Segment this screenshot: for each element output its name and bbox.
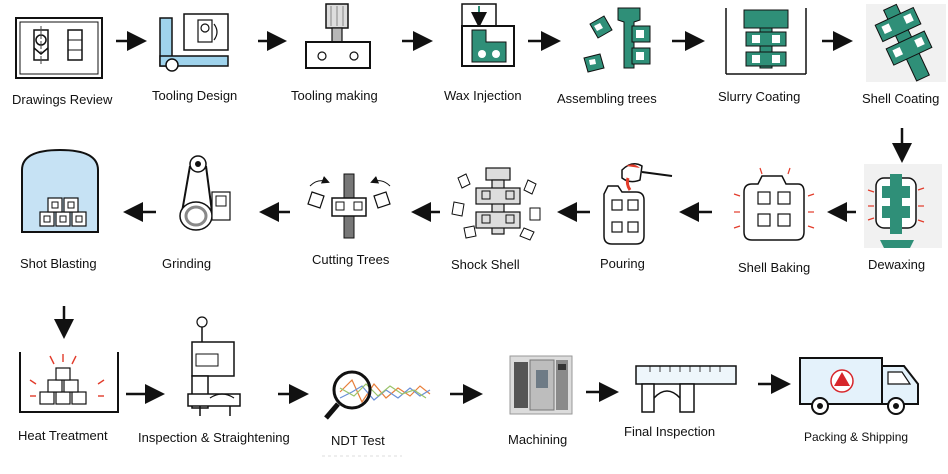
step-label-cutting-trees: Cutting Trees xyxy=(312,252,390,267)
shell-baking-icon xyxy=(733,167,815,241)
square-ruler-icon xyxy=(159,13,229,72)
dewax-autoclave-icon xyxy=(864,164,942,248)
tree-cutting-icon xyxy=(307,173,391,239)
delivery-truck-icon xyxy=(799,357,919,415)
step-label-shell-coating: Shell Coating xyxy=(862,91,940,106)
belt-grinder-icon xyxy=(179,155,231,231)
step-label-drawings-review: Drawings Review xyxy=(12,92,113,107)
step-label-grinding: Grinding xyxy=(162,256,212,271)
magnifier-waveform-icon xyxy=(322,370,431,457)
step-label-shot-blasting: Shot Blasting xyxy=(20,256,97,271)
step-label-assembling-trees: Assembling trees xyxy=(557,91,657,106)
shot-blasting-chamber-icon xyxy=(21,148,99,233)
wax-tree-assembly-icon xyxy=(583,7,651,73)
step-label-packing-shipping: Packing & Shipping xyxy=(804,430,909,444)
step-label-dewaxing: Dewaxing xyxy=(868,257,926,272)
cnc-machine-photo-icon xyxy=(509,355,573,415)
step-label-slurry-coating: Slurry Coating xyxy=(718,89,801,104)
step-label-tooling-making: Tooling making xyxy=(291,88,378,103)
step-label-inspection-straightening: Inspection & Straightening xyxy=(138,430,290,445)
step-label-tooling-design: Tooling Design xyxy=(152,88,238,103)
step-label-final-inspection: Final Inspection xyxy=(624,424,716,439)
step-label-machining: Machining xyxy=(508,432,568,447)
shell-coated-tree-icon xyxy=(866,3,946,82)
milling-machine-icon xyxy=(305,3,371,69)
wax-injection-mold-icon xyxy=(461,3,515,67)
step-label-pouring: Pouring xyxy=(600,256,645,271)
step-label-ndt-test: NDT Test xyxy=(331,433,385,448)
heat-treatment-furnace-icon xyxy=(19,352,119,413)
step-label-heat-treatment: Heat Treatment xyxy=(18,428,108,443)
step-label-shell-baking: Shell Baking xyxy=(738,260,811,275)
shell-knockout-icon xyxy=(451,167,541,241)
straightening-press-icon xyxy=(187,316,241,416)
ladle-pouring-icon xyxy=(603,163,673,245)
step-label-shock-shell: Shock Shell xyxy=(451,257,520,272)
vernier-caliper-icon xyxy=(635,365,737,413)
step-label-wax-injection: Wax Injection xyxy=(444,88,522,103)
blueprint-icon xyxy=(15,17,103,79)
slurry-dip-icon xyxy=(725,8,807,75)
